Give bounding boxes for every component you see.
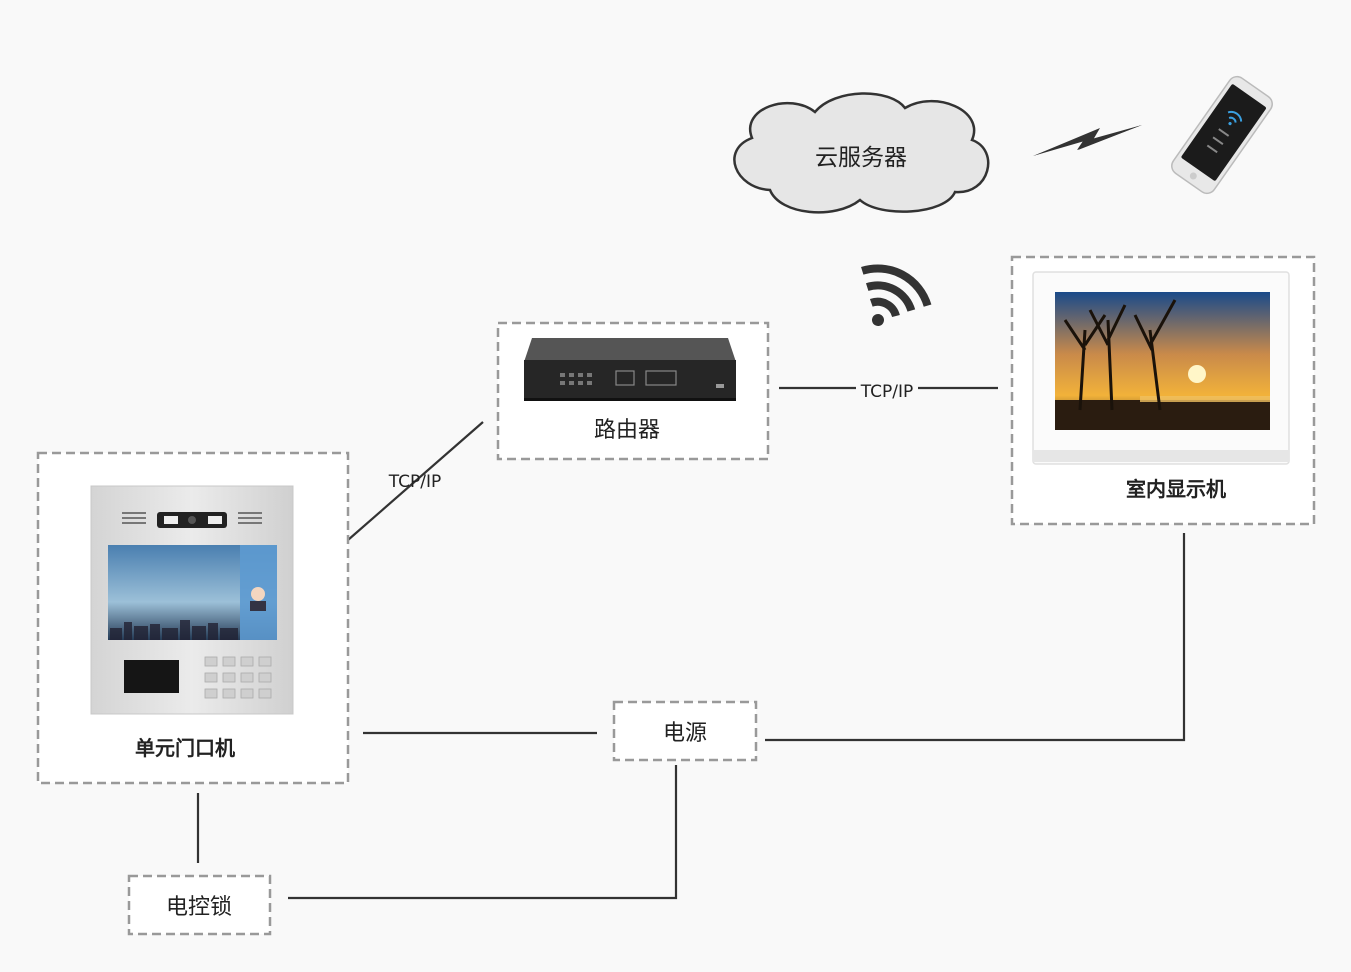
- power-box: [612, 700, 758, 762]
- edge-label-router-monitor: TCP/IP: [860, 382, 914, 402]
- router-label: 路由器: [594, 418, 660, 443]
- lock-box: [127, 874, 272, 936]
- door-station-device-icon: [90, 485, 294, 715]
- edge-label-door-router: TCP/IP: [388, 472, 442, 492]
- lock-node[interactable]: 电控锁: [127, 874, 272, 936]
- connections: [196, 386, 1186, 900]
- cloud-icon: [733, 92, 990, 214]
- smartphone-icon[interactable]: [1168, 73, 1275, 197]
- cloud-server[interactable]: 云服务器: [733, 92, 990, 214]
- indoor-monitor-node[interactable]: 室内显示机: [1010, 255, 1316, 526]
- cloud-label: 云服务器: [815, 145, 907, 171]
- router-node[interactable]: 路由器: [496, 321, 770, 461]
- wire-power-lock: [288, 765, 678, 900]
- lightning-icon-bolt: [1033, 125, 1142, 156]
- router-device-icon: [524, 338, 736, 401]
- door-unit-node[interactable]: 单元门口机: [36, 451, 350, 785]
- wire-power-monitor: [765, 533, 1186, 742]
- lock-label: 电控锁: [166, 895, 232, 920]
- power-label: 电源: [663, 721, 707, 746]
- indoor-monitor-label: 室内显示机: [1126, 477, 1226, 501]
- power-node[interactable]: 电源: [612, 700, 758, 762]
- door-unit-label: 单元门口机: [135, 736, 235, 760]
- indoor-monitor-device-icon: [1032, 271, 1290, 465]
- wifi-icon: [861, 264, 932, 326]
- wire-door-router: [347, 421, 484, 541]
